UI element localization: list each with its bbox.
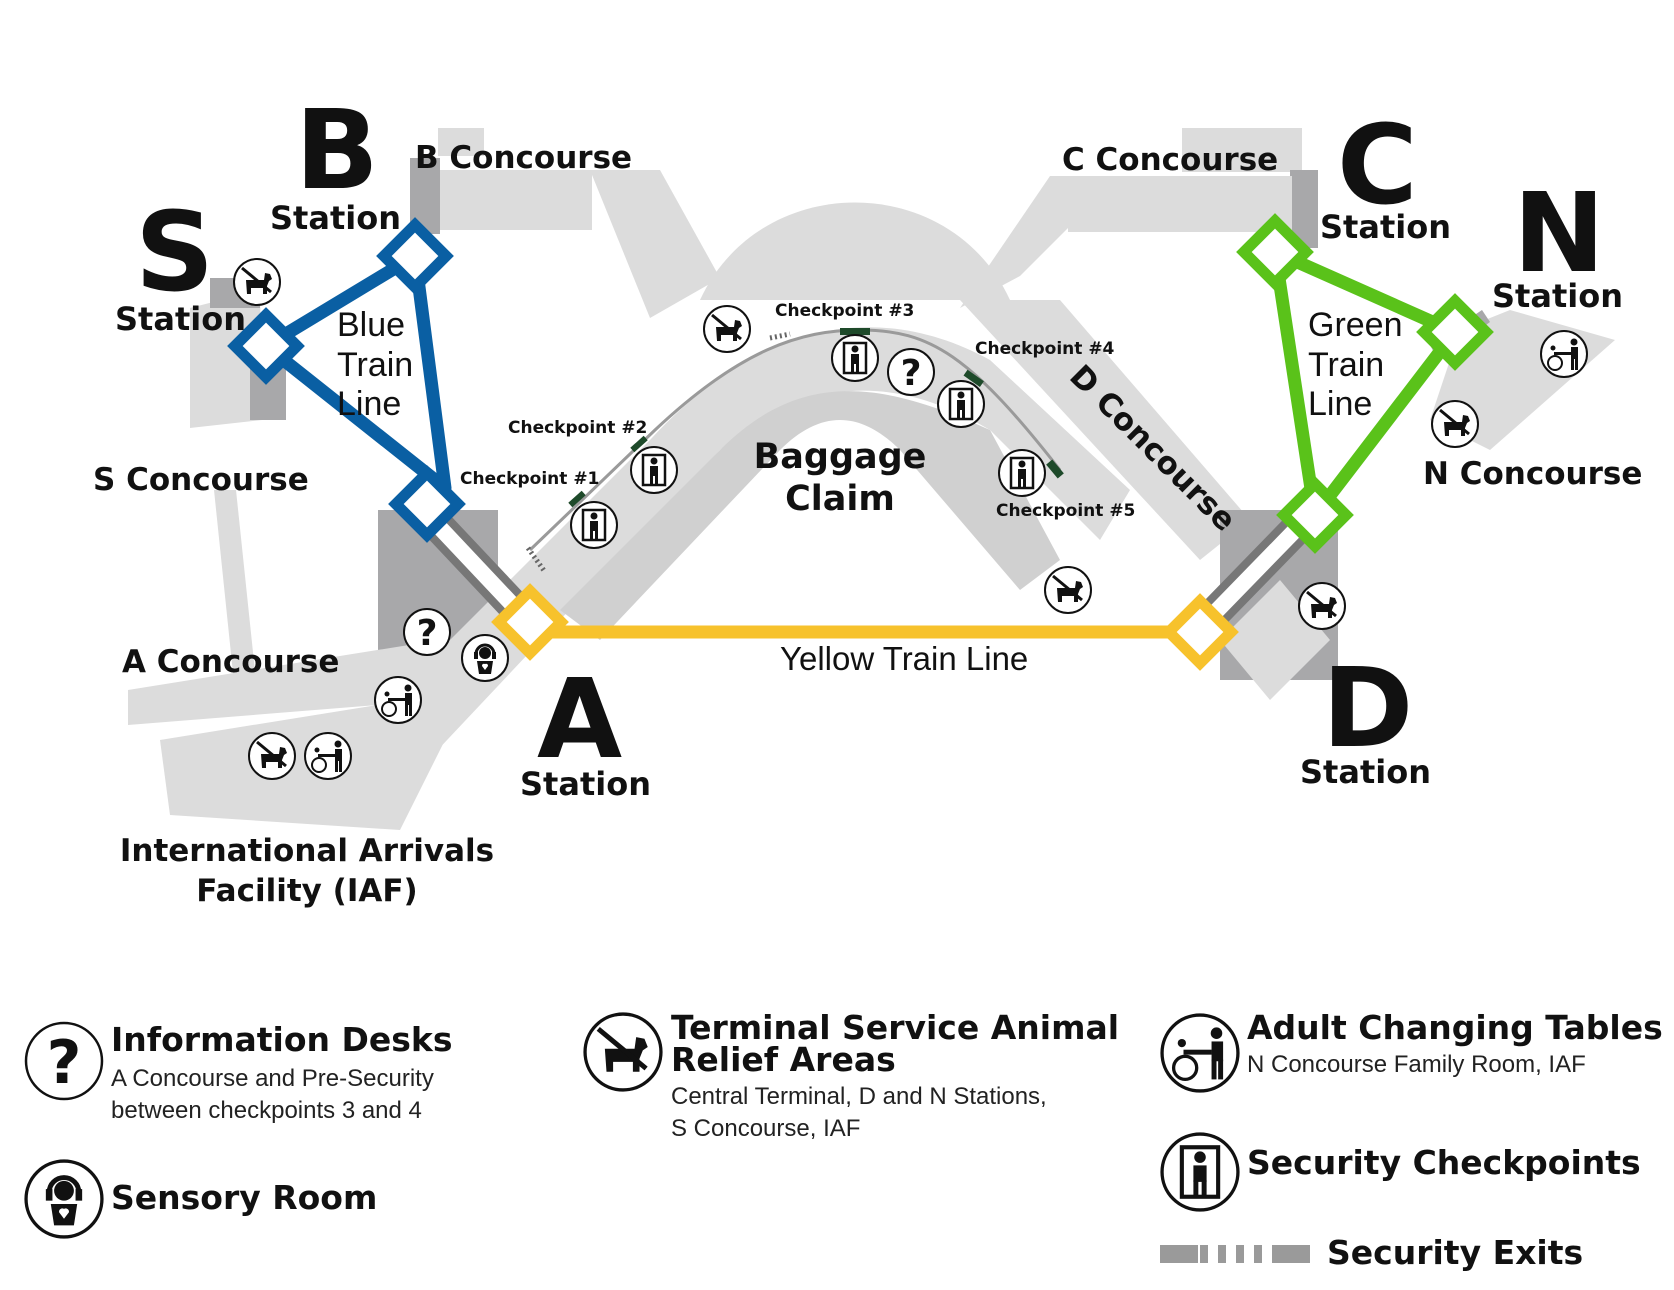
green-train-line [1236,213,1494,554]
changing-table-icon [304,732,352,780]
legend-changing-icon [1160,1013,1240,1093]
legend-animal-line1: Central Terminal, D and N Stations, [671,1083,1047,1110]
checkpoint-4-label: Checkpoint #4 [975,339,1115,359]
station-s-letter: S [135,188,214,316]
c-concourse-stub [1182,128,1302,172]
service-dog-icon [702,304,752,354]
changing-table-icon [1540,330,1588,378]
legend-animal-title1: Terminal Service Animal [671,1008,1119,1047]
security-scanner-icon [830,333,880,383]
legend-exits-swatch [1160,1245,1310,1263]
security-scanner-icon [936,379,986,429]
svg-text:Baggage: Baggage [754,437,927,477]
checkpoint-3-label: Checkpoint #3 [775,301,914,321]
service-dog-icon [1043,565,1093,615]
legend-security-title: Security Checkpoints [1247,1143,1641,1182]
a-concourse-label: A Concourse [122,644,339,680]
station-a-letter: A [537,655,622,783]
baggage-claim-area [560,391,1060,640]
s-connector [214,490,258,702]
yellow-train-line [491,583,1239,671]
legend-security-icon [1162,1134,1238,1210]
legend-animal-line2: S Concourse, IAF [671,1115,860,1142]
b-concourse-label: B Concourse [415,140,632,176]
service-dog-icon [1297,581,1347,631]
checkpoint-1-label: Checkpoint #1 [460,469,599,489]
svg-text:?: ? [47,1028,82,1098]
svg-text:Facility (IAF): Facility (IAF) [196,873,417,909]
service-dog-icon [1430,399,1480,449]
checkpoint-marks [568,328,1064,508]
svg-text:Train: Train [1308,346,1384,384]
station-c-label: Station [1320,208,1451,246]
b-connector [590,170,720,318]
iaf-label: International Arrivals Facility (IAF) [120,833,494,909]
legend-changing-line1: N Concourse Family Room, IAF [1247,1051,1586,1078]
question-icon [403,608,451,656]
svg-text:Line: Line [1308,385,1372,423]
baggage-claim-label: Baggage Claim [754,437,927,519]
legend-animal-title2: Relief Areas [671,1040,896,1079]
security-scanner-icon [629,445,679,495]
headphones-person-icon [460,633,510,683]
station-n-label: Station [1492,277,1623,315]
station-tunnels [416,504,1320,640]
d-concourse-area [960,300,1250,560]
s-concourse-area [190,290,262,428]
service-dog-icon [247,731,297,781]
s-concourse-label: S Concourse [93,462,309,498]
checkpoint-labels: Checkpoint #1 Checkpoint #2 Checkpoint #… [460,301,1135,521]
blue-line-label: Blue Train Line [337,306,413,423]
svg-text:International Arrivals: International Arrivals [120,833,494,869]
b-concourse-area [440,170,592,230]
checkpoint-5-label: Checkpoint #5 [996,501,1135,521]
legend-changing-title: Adult Changing Tables [1247,1008,1663,1047]
central-dome [700,202,1010,300]
changing-table-icon [374,676,422,724]
station-d-letter: D [1322,644,1413,772]
svg-text:Claim: Claim [785,479,895,519]
security-scanner-icon [997,448,1047,498]
legend-info-line1: A Concourse and Pre-Security [111,1065,434,1092]
a-concourse-area [128,640,440,725]
svg-text:Train: Train [337,346,413,384]
blue-train-line [227,217,466,543]
question-icon [887,348,935,396]
service-dog-icon [232,257,282,307]
legend-sensory-title: Sensory Room [111,1178,377,1217]
station-labels: S Station B Station C Station N Station … [115,86,1623,803]
svg-text:Green: Green [1308,306,1403,344]
svg-text:Line: Line [337,385,401,423]
green-line-label: Green Train Line [1308,306,1403,423]
legend-exits-title: Security Exits [1327,1233,1583,1272]
svg-text:Blue: Blue [337,306,405,344]
legend-animal-icon [585,1014,661,1090]
station-c-letter: C [1337,101,1418,229]
legend-sensory-icon [26,1161,102,1237]
legend-info-title: Information Desks [111,1020,452,1059]
b-concourse-stub [438,128,484,156]
legend-info-icon: ? [24,1021,104,1101]
security-exit-mark-2 [769,331,791,341]
station-n-letter: N [1513,169,1605,297]
station-a-label: Station [520,765,651,803]
security-scanner-icon [569,500,619,550]
checkpoint-2-label: Checkpoint #2 [508,418,647,438]
yellow-line-label: Yellow Train Line [780,640,1028,677]
legend-info-line2: between checkpoints 3 and 4 [111,1097,422,1124]
station-b-label: Station [270,199,401,237]
station-d-label: Station [1300,753,1431,791]
c-concourse-label: C Concourse [1062,142,1278,178]
c-connector [960,176,1120,308]
legend: ? Information Desks A Concourse and Pre-… [26,1008,1663,1272]
station-s-label: Station [115,300,246,338]
station-b-letter: B [295,86,379,214]
n-concourse-label: N Concourse [1423,456,1642,492]
